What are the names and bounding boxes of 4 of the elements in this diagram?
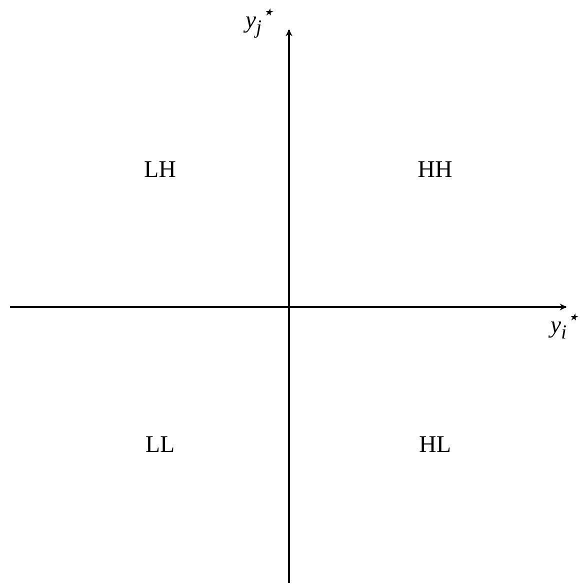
quadrant-label: LL xyxy=(145,433,175,457)
quadrant-label: HL xyxy=(419,433,451,457)
quadrant-label: HH xyxy=(418,158,452,182)
quadrant-label: LH xyxy=(144,158,176,182)
